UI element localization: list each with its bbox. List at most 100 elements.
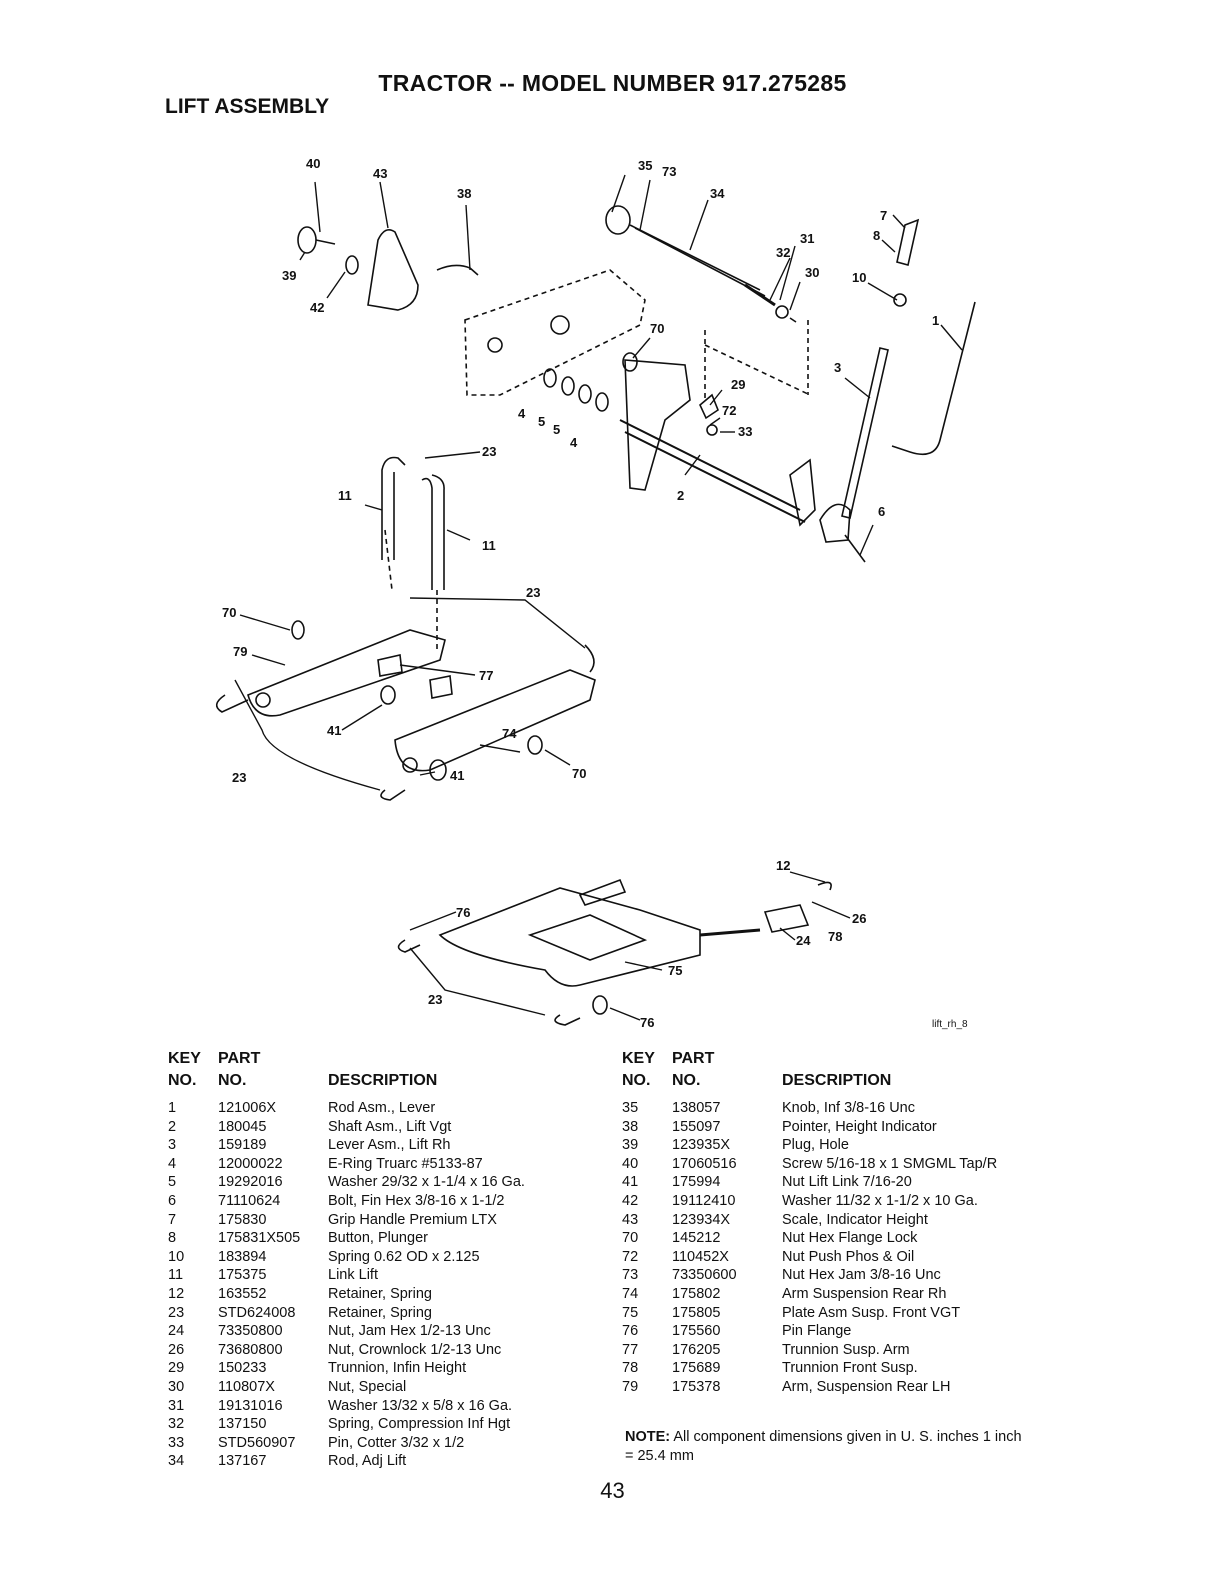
page-number: 43 — [600, 1478, 625, 1503]
key-header-line2: NO. — [622, 1072, 651, 1089]
callout-34: 34 — [710, 186, 725, 201]
front-plate-shape — [438, 887, 701, 987]
part-number: 145212 — [672, 1230, 721, 1247]
part-number: 73350800 — [218, 1323, 283, 1340]
part-number: 19112410 — [672, 1193, 736, 1209]
part-number: 137167 — [218, 1453, 267, 1470]
callout-31: 31 — [800, 231, 814, 246]
part-number: 180045 — [218, 1118, 267, 1135]
callout-73: 73 — [662, 164, 676, 179]
part-number: 175805 — [672, 1304, 721, 1321]
part-description: Button, Plunger — [328, 1230, 428, 1247]
callout-6: 6 — [878, 504, 885, 519]
key-number: 2 — [168, 1118, 177, 1135]
callout-70c: 70 — [572, 766, 586, 781]
callout-11b: 11 — [482, 538, 496, 553]
callout-23c: 23 — [232, 770, 246, 785]
arm-rear-lh-shape — [247, 629, 446, 717]
callout-38: 38 — [457, 186, 471, 201]
part-description: Trunnion Susp. Arm — [782, 1341, 910, 1358]
part-description: Trunnion, Infin Height — [328, 1360, 467, 1377]
part-description: Plate Asm Susp. Front VGT — [782, 1304, 961, 1321]
key-number: 79 — [622, 1379, 639, 1395]
part-number: 155097 — [672, 1118, 721, 1135]
part-number: 123934X — [672, 1211, 731, 1228]
part-number: 71110624 — [218, 1193, 281, 1209]
key-number: 29 — [168, 1360, 185, 1377]
key-number: 34 — [168, 1453, 185, 1470]
image-reference: lift_rh_8 — [932, 1019, 968, 1030]
part-description: E-Ring Truarc #5133-87 — [328, 1155, 483, 1172]
callout-35: 35 — [638, 158, 652, 173]
callout-41a: 41 — [327, 723, 341, 738]
key-number: 70 — [622, 1230, 639, 1247]
callout-78: 78 — [828, 929, 842, 944]
part-description: Pin, Cotter 3/32 x 1/2 — [328, 1434, 465, 1451]
key-number: 78 — [622, 1360, 639, 1377]
key-header-line2: NO. — [168, 1072, 197, 1089]
part-description: Nut Hex Jam 3/8-16 Unc — [782, 1267, 941, 1284]
part-number: 123935X — [672, 1137, 731, 1154]
part-number: 110452X — [672, 1248, 729, 1265]
callout-4a: 4 — [518, 406, 526, 421]
part-description: Trunnion Front Susp. — [782, 1360, 918, 1377]
note-label: NOTE: — [625, 1429, 671, 1445]
part-number: 19131016 — [218, 1397, 283, 1414]
key-number: 26 — [168, 1341, 185, 1358]
key-number: 77 — [622, 1341, 639, 1358]
plug-shape — [297, 226, 317, 254]
note-text: All component dimensions given in U. S. … — [625, 1429, 1022, 1464]
part-number: 121006X — [218, 1100, 277, 1116]
part-number: 163552 — [218, 1286, 267, 1302]
key-number: 7 — [168, 1211, 177, 1228]
callout-10: 10 — [852, 270, 866, 285]
callout-72: 72 — [722, 403, 736, 418]
description-header: DESCRIPTION — [328, 1072, 438, 1089]
part-description: Arm Suspension Rear Rh — [782, 1286, 947, 1302]
key-number: 43 — [622, 1211, 639, 1228]
key-number: 41 — [622, 1174, 639, 1191]
callout-76b: 76 — [640, 1015, 654, 1030]
part-description: Pointer, Height Indicator — [782, 1118, 937, 1135]
part-description: Nut Push Phos & Oil — [782, 1248, 915, 1265]
callout-4b: 4 — [570, 435, 578, 450]
part-description: Nut, Crownlock 1/2-13 Unc — [328, 1341, 502, 1358]
part-description: Bolt, Fin Hex 3/8-16 x 1-1/2 — [328, 1193, 505, 1209]
callout-23d: 23 — [428, 992, 442, 1007]
lever-shape — [841, 347, 889, 519]
frame-plate-shape — [464, 269, 646, 396]
key-number: 39 — [622, 1137, 639, 1154]
part-number: 175830 — [218, 1211, 267, 1228]
part-number: 175378 — [672, 1379, 721, 1395]
key-number: 76 — [622, 1323, 639, 1340]
part-number: 175831X505 — [218, 1230, 301, 1247]
part-number: 175375 — [218, 1267, 267, 1284]
callout-70b: 70 — [222, 605, 236, 620]
callout-42: 42 — [310, 300, 324, 315]
callout-43: 43 — [373, 166, 387, 181]
part-number: 150233 — [218, 1360, 267, 1377]
part-header-line2: NO. — [672, 1072, 701, 1089]
part-number: 12000022 — [218, 1155, 283, 1172]
callout-23b: 23 — [526, 585, 540, 600]
part-description: Retainer, Spring — [328, 1304, 432, 1321]
lift-assembly-diagram: 40 43 38 39 42 35 73 34 31 32 30 7 8 10 … — [215, 156, 976, 1030]
callout-75: 75 — [668, 963, 682, 978]
part-description: Screw 5/16-18 x 1 SMGML Tap/R — [782, 1155, 998, 1172]
callout-29: 29 — [731, 377, 745, 392]
callout-33: 33 — [738, 424, 752, 439]
part-description: Washer 11/32 x 1-1/2 x 10 Ga. — [782, 1193, 978, 1209]
key-number: 6 — [168, 1193, 177, 1209]
key-number: 74 — [622, 1286, 639, 1302]
key-number: 32 — [168, 1416, 185, 1433]
key-number: 1 — [168, 1100, 177, 1116]
key-number: 24 — [168, 1323, 185, 1340]
part-header-line2: NO. — [218, 1072, 247, 1089]
part-description: Knob, Inf 3/8-16 Unc — [782, 1100, 915, 1116]
key-number: 12 — [168, 1286, 185, 1302]
key-number: 42 — [622, 1193, 639, 1209]
key-number: 23 — [168, 1304, 185, 1321]
part-number: 183894 — [218, 1248, 267, 1265]
